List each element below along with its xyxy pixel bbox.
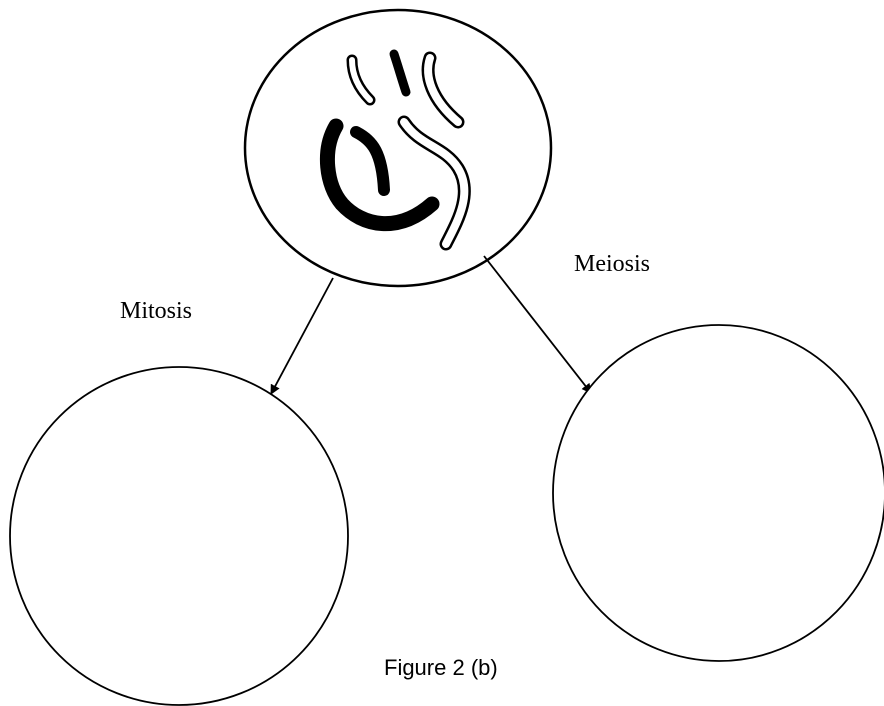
mitosis-arrow — [270, 277, 334, 395]
meiosis-label: Meiosis — [574, 251, 650, 277]
parent-cell-membrane — [243, 8, 553, 288]
chromosome-dark-long — [319, 118, 440, 232]
mitosis-label: Mitosis — [120, 298, 192, 324]
chromosome-dark-small — [389, 49, 411, 97]
mitosis-daughter-cell — [9, 366, 349, 706]
parent-cell — [243, 8, 553, 288]
meiosis-daughter-cell — [552, 324, 884, 662]
figure-caption: Figure 2 (b) — [384, 655, 498, 680]
meiosis-arrow — [483, 255, 592, 394]
chromosome-dark-short — [350, 126, 390, 196]
